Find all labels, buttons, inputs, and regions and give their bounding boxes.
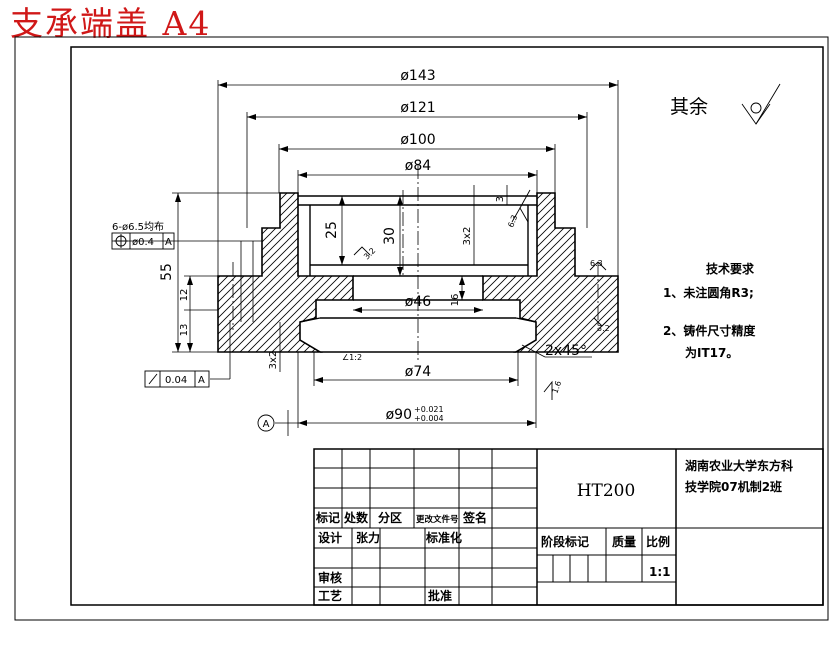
label-mass: 质量 — [612, 534, 636, 549]
value-scale: 1:1 — [649, 565, 671, 579]
datum-a-label: A — [263, 419, 270, 430]
dim-d84: ø84 — [405, 158, 431, 174]
header-mark: 标记 — [315, 510, 340, 525]
dim-d90-upper: +0.021 — [414, 405, 444, 414]
dim-d143: ø143 — [400, 68, 435, 84]
position-tolerance-datum: A — [165, 237, 172, 248]
header-sign: 签名 — [462, 510, 487, 525]
inner-profile — [298, 195, 537, 353]
tech-req-item2-cont: 为IT17。 — [685, 345, 738, 360]
dim-h55: 55 — [159, 263, 175, 281]
tech-req-item2: 2、铸件尺寸精度 — [663, 323, 756, 338]
dim-angle: ∠1:2 — [342, 353, 362, 362]
part-section-left — [217, 192, 354, 353]
label-approve: 批准 — [428, 588, 452, 603]
label-scale: 比例 — [646, 534, 670, 549]
dim-h12: 12 — [179, 289, 190, 302]
school-line1: 湖南农业大学东方科 — [685, 458, 793, 473]
runout-tolerance-datum: A — [198, 375, 205, 386]
dim-d90-lower: +0.004 — [414, 414, 444, 423]
roughness-6-3-a: 6.3 — [506, 214, 519, 229]
school-line2: 技学院07机制2班 — [685, 479, 782, 494]
runout-tolerance-frame — [144, 370, 210, 388]
dim-d90: ø90 — [386, 407, 412, 423]
center-lines — [232, 165, 599, 362]
position-tolerance-value: ø0.4 — [132, 237, 154, 248]
roughness-1-6: 1.6 — [550, 380, 563, 395]
header-zone: 分区 — [378, 510, 402, 525]
roughness-3-2-a: 3.2 — [362, 246, 377, 261]
value-designer: 张力 — [356, 530, 380, 545]
dim-h30: 30 — [382, 227, 398, 245]
dim-d121: ø121 — [400, 100, 435, 116]
label-design: 设计 — [318, 530, 342, 545]
dim-h13: 13 — [179, 324, 190, 337]
dim-d74: ø74 — [405, 364, 431, 380]
roughness-symbols — [353, 83, 781, 400]
outer-frame — [14, 36, 829, 621]
roughness-6-3-b: 6.3 — [590, 259, 603, 268]
label-review: 审核 — [318, 570, 342, 585]
label-stage-mark: 阶段标记 — [541, 534, 589, 549]
dim-chamfer: 2x45° — [545, 343, 587, 359]
position-tolerance-frame — [111, 232, 175, 250]
header-docno: 更改文件号 — [416, 514, 459, 525]
roughness-rest-label: 其余 — [670, 96, 708, 118]
dimension-lines — [112, 80, 619, 436]
roughness-3-2-b: 3.2 — [597, 324, 610, 333]
title-block-grid — [313, 448, 824, 606]
material-label: HT200 — [577, 481, 636, 501]
dim-h3x2-b: 3x2 — [268, 351, 279, 370]
holes-note: 6-ø6.5均布 — [112, 221, 164, 233]
dim-h3: 3 — [495, 196, 506, 202]
part-section-right — [482, 192, 619, 353]
label-process: 工艺 — [318, 588, 342, 603]
arrowheads — [175, 82, 618, 426]
tech-req-heading: 技术要求 — [706, 261, 755, 276]
label-standard: 标准化 — [425, 530, 462, 545]
runout-tolerance-value: 0.04 — [165, 375, 187, 386]
tech-req-item1: 1、未注圆角R3; — [663, 285, 754, 300]
dim-d46: ø46 — [405, 294, 431, 310]
dim-d100: ø100 — [400, 132, 435, 148]
header-count: 处数 — [343, 510, 369, 525]
dim-h25: 25 — [324, 221, 340, 239]
dim-h16: 16 — [450, 294, 461, 307]
dim-h3x2-a: 3x2 — [462, 227, 473, 246]
datum-a-symbol — [257, 414, 275, 432]
